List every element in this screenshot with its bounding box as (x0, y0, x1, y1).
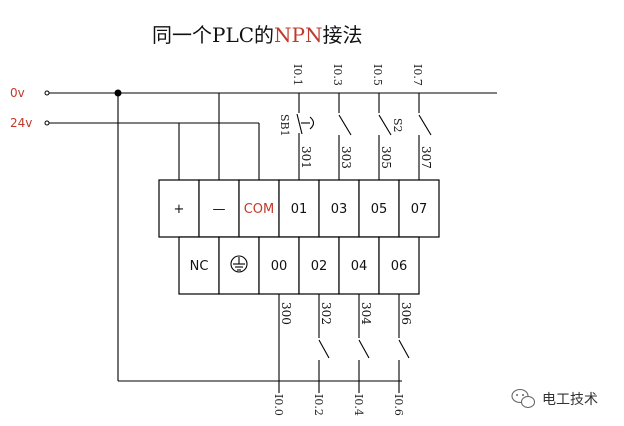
title-highlight: NPN (274, 23, 322, 47)
address-label-top: I0.5 (371, 64, 384, 86)
terminal-03 (318, 179, 360, 238)
address-label-top: I0.1 (291, 64, 304, 86)
address-label-bottom: I0.0 (272, 394, 285, 416)
address-label-top: I0.7 (411, 64, 424, 86)
terminal-ground (218, 236, 260, 295)
wire-number-bottom: 306 (399, 302, 413, 325)
address-label-bottom: I0.4 (352, 394, 365, 416)
wire-number-bottom: 302 (319, 302, 333, 325)
terminal-nc (178, 236, 220, 295)
switch-contact-icon (418, 114, 432, 136)
terminal-label: 00 (271, 259, 288, 274)
plus-24v-rail (44, 120, 260, 180)
title-suffix: 接法 (323, 23, 363, 47)
ground-icon (230, 255, 248, 273)
terminal-label: — (213, 202, 226, 217)
terminal-label: 07 (411, 202, 428, 217)
switch-contact-icon (358, 339, 370, 359)
wire-number-top: 307 (419, 146, 433, 169)
rail-terminal-0v (44, 90, 50, 96)
terminal-07 (398, 179, 440, 238)
terminal-label: 06 (391, 259, 408, 274)
wire-number-top: 305 (379, 146, 393, 169)
switch-label-s2: S2 (391, 118, 404, 133)
terminal-label: + (174, 202, 185, 217)
terminal-label: 04 (351, 259, 368, 274)
switch-contact-icon (318, 339, 330, 359)
top-inputs (296, 93, 432, 180)
address-label-top: I0.3 (331, 64, 344, 86)
address-label-bottom: I0.6 (392, 394, 405, 416)
wire-number-top: 301 (299, 146, 313, 169)
terminal-label-com: COM (244, 202, 275, 217)
terminal-label: 01 (291, 202, 308, 217)
switch-contact-icon (398, 339, 410, 359)
terminal-minus (198, 179, 240, 238)
bottom-inputs (278, 294, 410, 393)
terminal-label: 05 (371, 202, 388, 217)
address-label-bottom: I0.2 (312, 394, 325, 416)
switch-contact-icon (338, 114, 352, 136)
title-prefix: 同一个PLC的 (152, 23, 274, 47)
wire-number-bottom: 304 (359, 302, 373, 325)
wire-number-bottom: 300 (279, 302, 293, 325)
pushbutton-sb1-icon (296, 113, 315, 135)
terminal-label: NC (190, 259, 209, 274)
terminal-label: 02 (311, 259, 328, 274)
wechat-icon (511, 388, 536, 409)
rail-terminal-24v (44, 120, 50, 126)
zero-volt-rail (44, 89, 497, 382)
terminal-label: 03 (331, 202, 348, 217)
watermark: 电工技术 (511, 388, 598, 409)
wire-number-top: 303 (339, 146, 353, 169)
selector-switch-s2-icon (378, 114, 392, 136)
switch-label-sb1: SB1 (278, 114, 291, 137)
rail-label-24v: 24v (10, 116, 32, 130)
rail-label-0v: 0v (10, 86, 25, 100)
terminal-block-top-row: + — COM 01 03 05 07 (158, 179, 440, 238)
watermark-text: 电工技术 (542, 392, 598, 408)
terminal-block-bottom-row: NC 00 02 04 06 (178, 236, 420, 295)
diagram-title: 同一个PLC的NPN接法 (152, 23, 363, 47)
